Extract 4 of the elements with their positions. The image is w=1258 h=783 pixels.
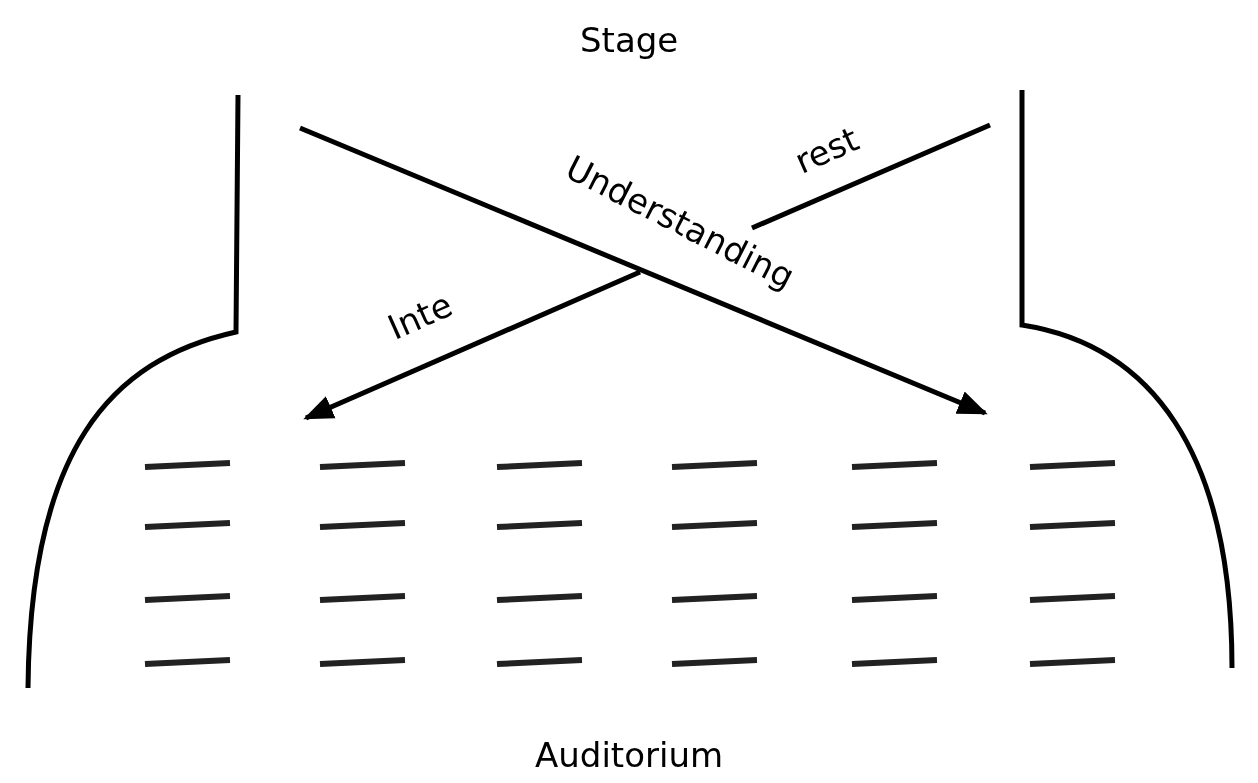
auditorium-label: Auditorium (535, 738, 724, 772)
arrow-label: Inte (382, 287, 457, 345)
stage-label: Stage (580, 23, 679, 57)
arrow-label: rest (789, 121, 863, 179)
